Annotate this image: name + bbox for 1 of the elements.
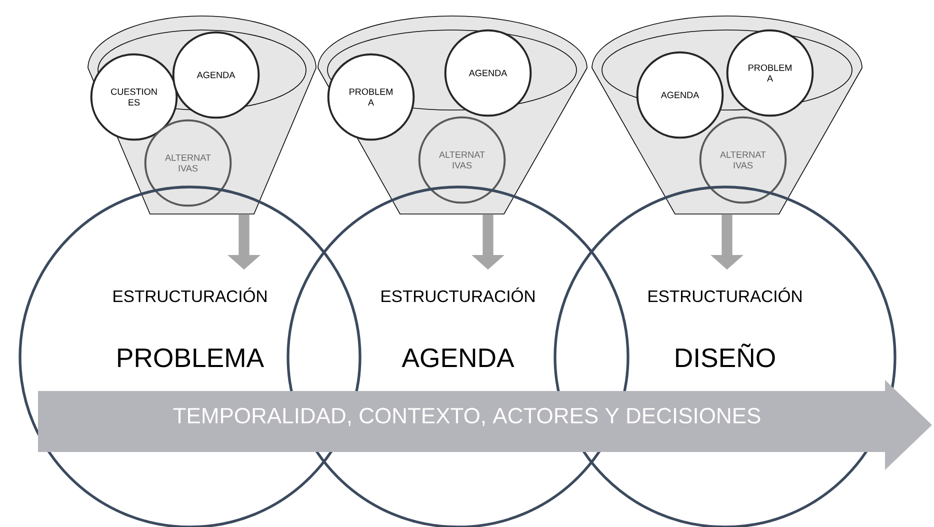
timeline-band: TEMPORALIDAD, CONTEXTO, ACTORES Y DECISIONES: [38, 380, 932, 470]
